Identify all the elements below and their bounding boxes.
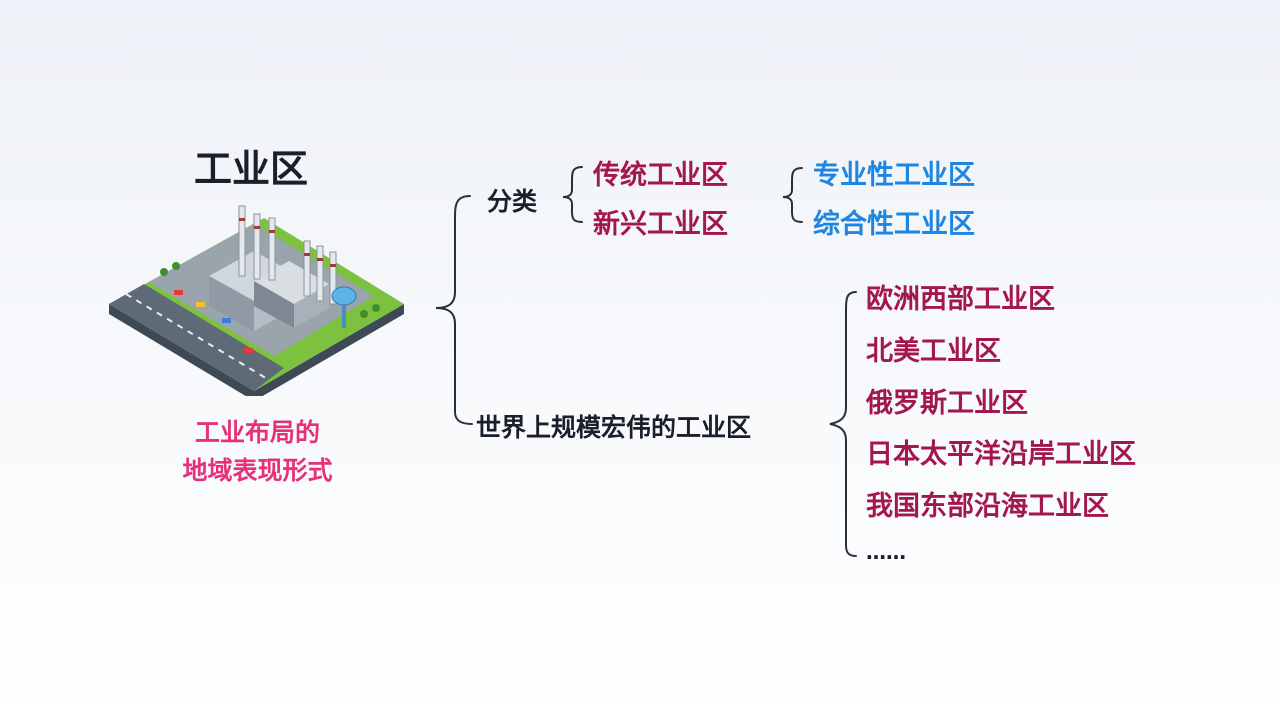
main-brace xyxy=(435,195,473,425)
caption-line-1: 工业布局的 xyxy=(194,418,320,447)
type-emerging: 新兴工业区 xyxy=(593,209,728,240)
industrial-park-illustration xyxy=(109,205,404,396)
caption: 工业布局的 地域表现形式 xyxy=(160,414,355,490)
region-item: 日本太平洋沿岸工业区 xyxy=(866,439,1136,470)
subtype-specialized: 专业性工业区 xyxy=(813,160,975,191)
region-item: 北美工业区 xyxy=(866,336,1001,367)
subtype-comprehensive: 综合性工业区 xyxy=(813,209,975,240)
regions-brace xyxy=(829,291,857,557)
page-title: 工业区 xyxy=(194,147,309,191)
caption-line-2: 地域表现形式 xyxy=(182,456,333,485)
subtype-brace xyxy=(782,167,803,223)
region-more: …… xyxy=(866,540,906,564)
classification-brace xyxy=(562,166,583,223)
classification-label: 分类 xyxy=(487,187,538,216)
region-item: 俄罗斯工业区 xyxy=(866,388,1028,419)
type-traditional: 传统工业区 xyxy=(593,160,728,191)
road xyxy=(109,284,284,391)
region-item: 欧洲西部工业区 xyxy=(866,284,1055,315)
region-item: 我国东部沿海工业区 xyxy=(866,491,1109,522)
world-label: 世界上规模宏伟的工业区 xyxy=(476,413,752,442)
